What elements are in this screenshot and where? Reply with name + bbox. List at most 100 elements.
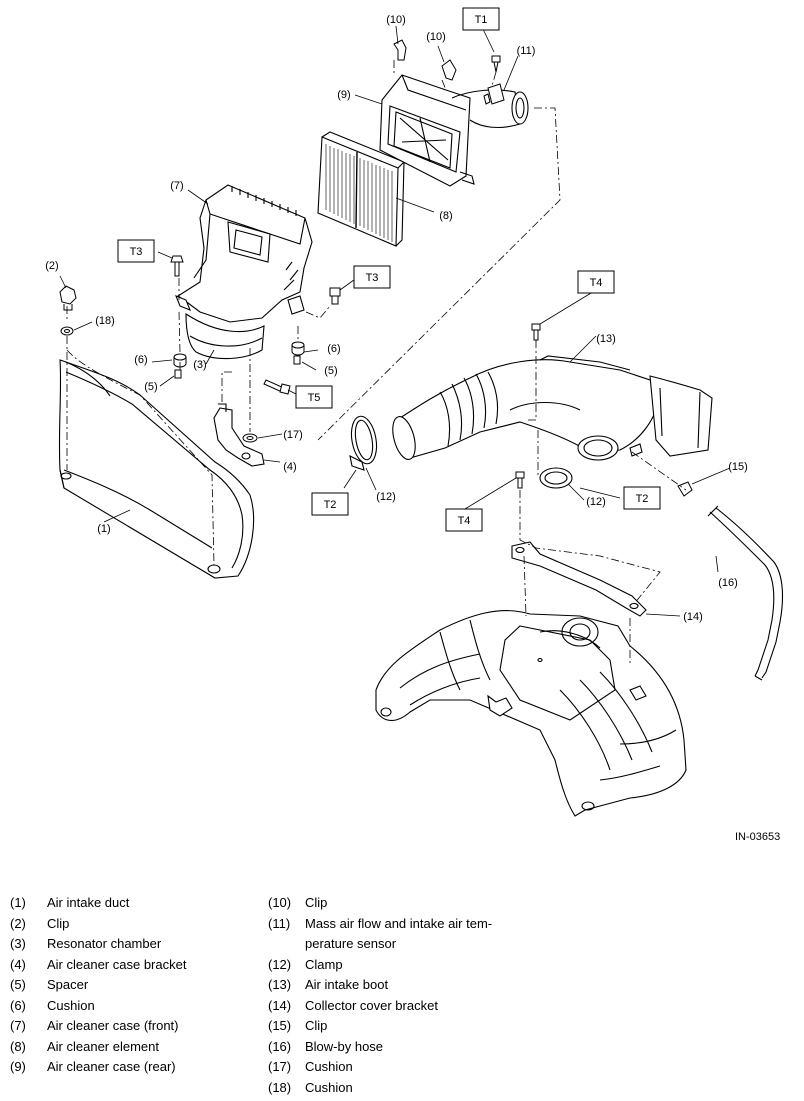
legend-number: (1) [10,895,26,910]
callout-labels: (1) (2) (3) (4) (5) (5) (6) (6) (7) (8) … [45,14,748,623]
legend-item: (10) Clip [268,893,568,914]
air-cleaner-case-rear [379,74,529,187]
legend-label: Spacer [47,977,89,992]
bolt-t5 [263,379,291,395]
legend-label: Air intake boot [305,977,389,992]
mass-air-flow-sensor [483,83,505,105]
legend-number: (9) [10,1059,26,1074]
torque-t1: T1 [475,14,488,26]
callout-5: (5) [144,381,157,393]
legend-number: (3) [10,936,26,951]
legend-item: (1) Air intake duct [10,893,260,914]
legend-number: (6) [10,997,26,1013]
clip-10-left [393,39,407,61]
torque-t2-left: T2 [324,499,337,511]
cushion-18 [60,326,74,336]
legend-number: (13) [268,977,292,992]
torque-t4-lower: T4 [458,515,471,527]
callout-10b: (10) [426,31,446,43]
callout-5b: (5) [324,365,337,377]
legend-label: Mass air flow and intake air tem-peratur… [305,915,493,952]
callout-12: (12) [376,491,396,503]
callout-9: (9) [337,89,350,101]
legend-label: Air cleaner case (front) [47,1018,179,1033]
legend-label: Clip [47,915,70,931]
torque-t5: T5 [308,392,321,404]
spacer-5-left [174,369,182,379]
legend-label: Collector cover bracket [305,997,438,1013]
callout-7: (7) [170,180,183,192]
legend-number: (12) [268,956,292,972]
legend-label: Air intake duct [47,895,130,910]
legend-number: (17) [268,1059,292,1074]
legend-item: (3) Resonator chamber [10,934,260,955]
legend-number: (8) [10,1038,26,1054]
resonator-chamber [185,312,265,360]
legend-label: Cushion [305,1059,353,1074]
bolt-t4-lower [515,471,525,489]
legend-number: (18) [268,1079,292,1095]
blow-by-hose [707,505,784,681]
legend-left-column: (1) Air intake duct (2) Clip (3) Resonator ch… [10,893,260,1078]
legend-item: (11) Mass air flow and intake air tem-per… [268,914,568,955]
legend-item: (18) Cushion [268,1078,568,1099]
callout-16: (16) [718,577,738,589]
legend-number: (10) [268,895,292,910]
callout-11: (11) [517,45,536,57]
air-intake-duct [58,359,255,579]
legend-label: Resonator chamber [47,936,162,951]
legend-label: Air cleaner case (rear) [47,1059,176,1074]
cushion-17 [242,433,258,443]
air-cleaner-case-front [175,184,313,323]
bolt-t3-right [329,287,341,305]
legend-number: (7) [10,1018,26,1033]
callout-13: (13) [596,333,616,345]
cushion-6-right [291,341,305,356]
clip-2 [59,285,77,311]
air-cleaner-element [317,131,405,247]
legend-item: (14) Collector cover bracket [268,996,568,1017]
legend-label: Clamp [305,956,343,972]
legend-number: (5) [10,977,26,992]
torque-t2-right: T2 [636,493,649,505]
bolt-t3-left [170,255,184,277]
leader-lines [59,25,731,617]
callout-15: (15) [728,461,748,473]
legend-number: (11) [268,915,291,931]
legend-item: (17) Cushion [268,1057,568,1078]
legend-item: (7) Air cleaner case (front) [10,1016,260,1037]
legend-right-column: (10) Clip (11) Mass air flow and intake air… [268,893,568,1098]
legend-label: Clip [305,895,328,910]
legend-label: Cushion [305,1079,353,1095]
legend-item: (5) Spacer [10,975,260,996]
legend-item: (8) Air cleaner element [10,1037,260,1058]
legend-label: Air cleaner case bracket [47,956,187,972]
bolt-t4-upper [531,323,541,341]
legend-label: Clip [305,1018,328,1033]
callout-4: (4) [283,461,296,473]
legend-number: (14) [268,997,292,1013]
legend-item: (4)Air cleaner case bracket [10,955,260,976]
callout-17: (17) [283,429,303,441]
callout-6b: (6) [327,343,340,355]
torque-t4-upper: T4 [590,277,603,289]
legend-number: (2) [10,915,26,931]
legend-item: (9) Air cleaner case (rear) [10,1057,260,1078]
figure-id: IN-03653 [735,831,781,843]
legend-item: (16)Blow-by hose [268,1037,568,1058]
callout-8: (8) [439,210,452,222]
collector-cover-bracket [511,541,647,617]
legend-number: (15) [268,1018,292,1033]
callout-1: (1) [97,523,110,535]
callout-18: (18) [95,315,115,327]
callout-10: (10) [386,14,406,26]
clamp-12-right [539,467,573,489]
exploded-diagram: (1) (2) (3) (4) (5) (5) (6) (6) (7) (8) … [45,7,784,817]
callout-2: (2) [45,260,58,272]
assembly-guide-lines [66,60,687,666]
legend-label: Air cleaner element [47,1038,159,1054]
legend-label: Cushion [47,997,95,1013]
callout-6: (6) [134,354,147,366]
torque-labels: T1 T3 T3 T4 T5 T2 T2 T4 [130,14,649,527]
torque-boxes [117,7,661,532]
